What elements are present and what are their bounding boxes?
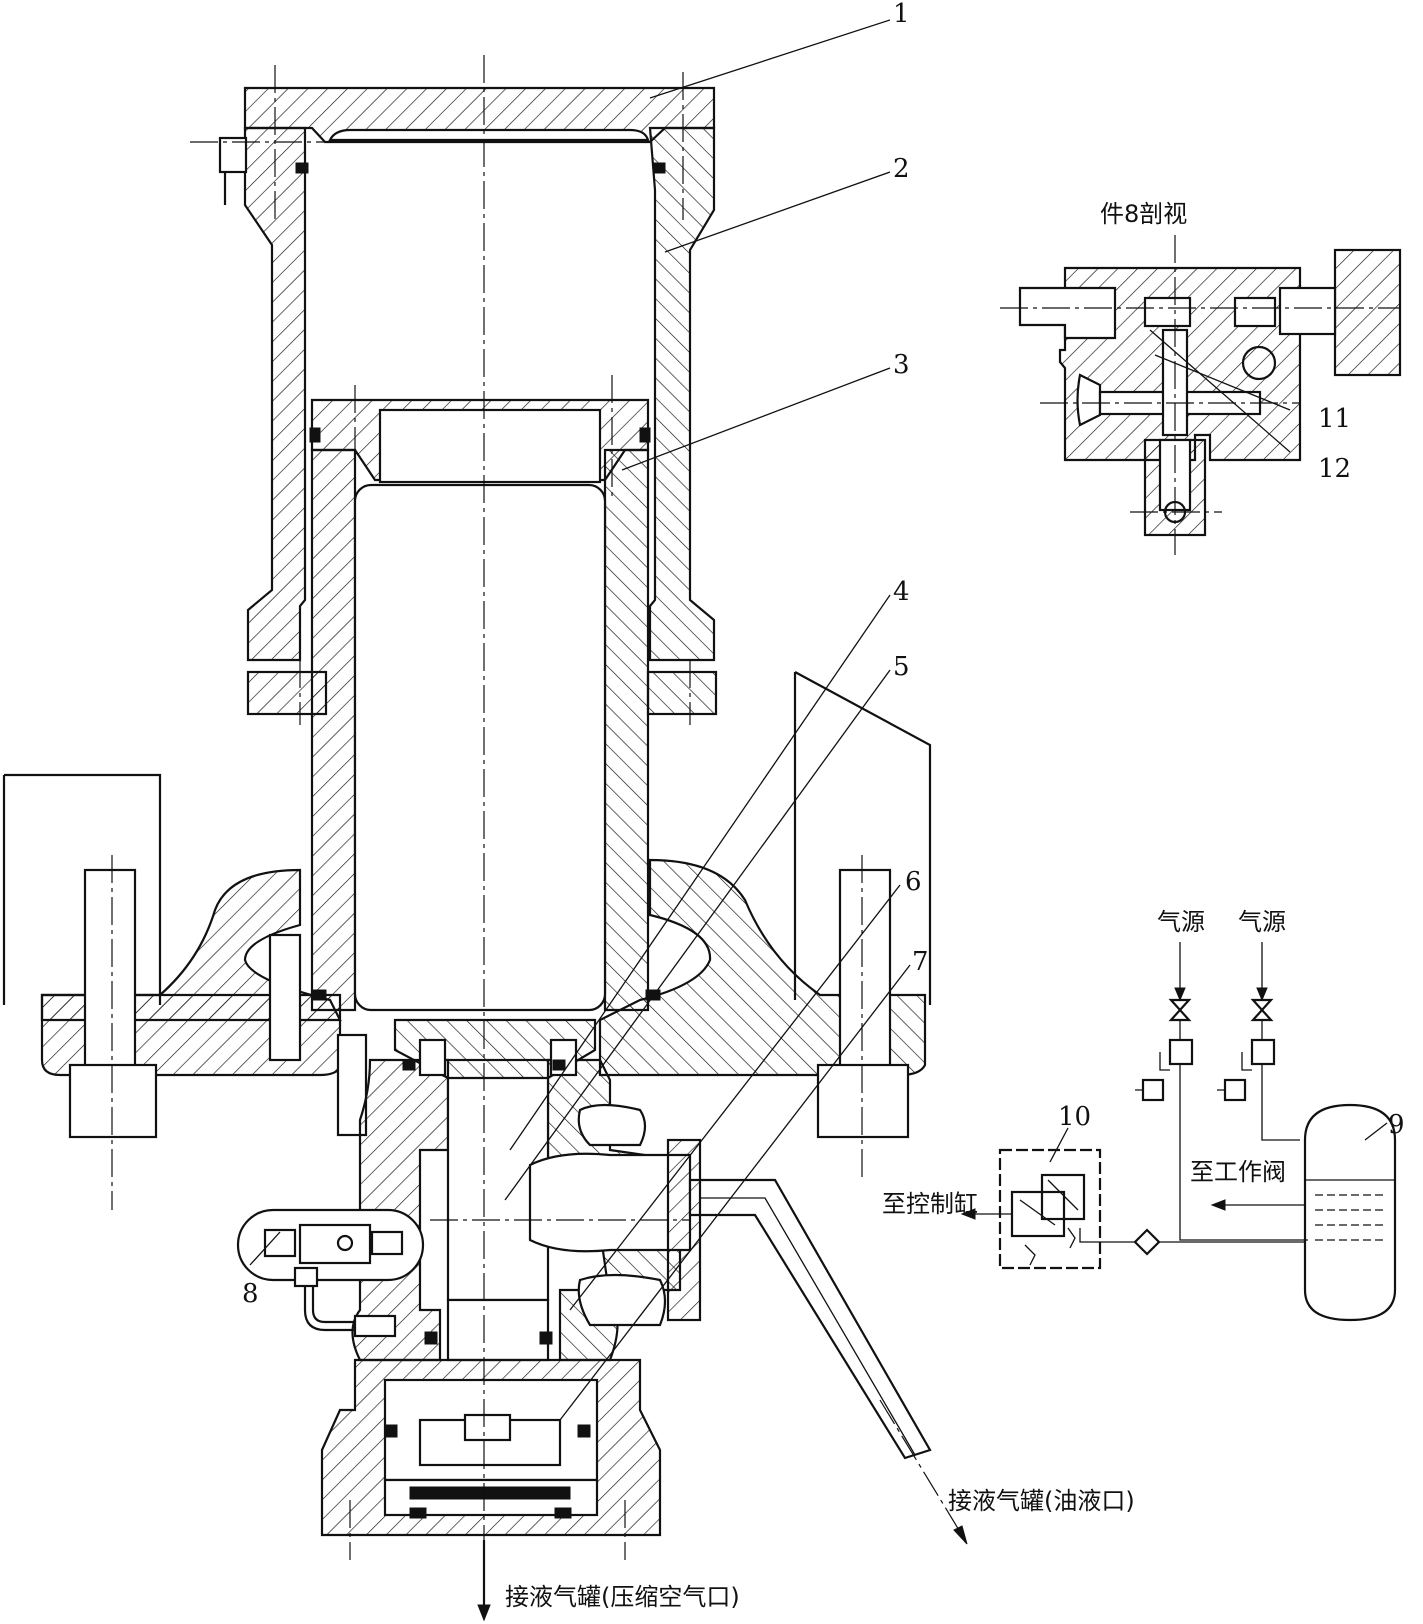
leader-lines xyxy=(249,19,1388,1421)
label-12: 12 xyxy=(1318,454,1351,484)
outer-cylinder-right xyxy=(648,126,716,662)
air-port-arrow xyxy=(477,1540,491,1622)
label-9: 9 xyxy=(1388,1110,1405,1140)
label-11: 11 xyxy=(1318,404,1351,434)
air-source-1: 气源 xyxy=(1157,908,1205,936)
label-4: 4 xyxy=(893,577,910,607)
label-1: 1 xyxy=(893,0,910,29)
air-source-2: 气源 xyxy=(1238,908,1286,936)
inset-section-view: 件8剖视 xyxy=(1000,200,1402,555)
label-6: 6 xyxy=(905,867,922,897)
to-control-cylinder: 至控制缸 xyxy=(882,1190,978,1218)
base-flange xyxy=(40,868,342,1022)
label-7: 7 xyxy=(912,947,929,977)
label-10: 10 xyxy=(1058,1102,1091,1132)
outer-cylinder-left xyxy=(243,126,307,662)
air-port-label: 接液气罐(压缩空气口) xyxy=(505,1583,740,1611)
pneumatic-circuit: 气源 气源 至工作阀 xyxy=(882,908,1397,1322)
oil-outlet-pipe xyxy=(688,1178,932,1460)
valve-10 xyxy=(998,1148,1102,1270)
oil-port-arrow xyxy=(953,1525,968,1545)
oil-port-label: 接液气罐(油液口) xyxy=(948,1487,1135,1515)
main-assembly xyxy=(2,55,966,1620)
part-labels: 1 2 3 4 5 6 7 8 9 10 11 12 xyxy=(242,0,1405,1309)
to-working-valve: 至工作阀 xyxy=(1190,1158,1286,1186)
label-8: 8 xyxy=(242,1279,259,1309)
inset-title: 件8剖视 xyxy=(1100,200,1187,228)
inner-tube xyxy=(310,448,357,1012)
label-3: 3 xyxy=(893,350,910,380)
tank xyxy=(1303,1103,1397,1322)
label-2: 2 xyxy=(893,154,910,184)
label-5: 5 xyxy=(893,652,910,682)
